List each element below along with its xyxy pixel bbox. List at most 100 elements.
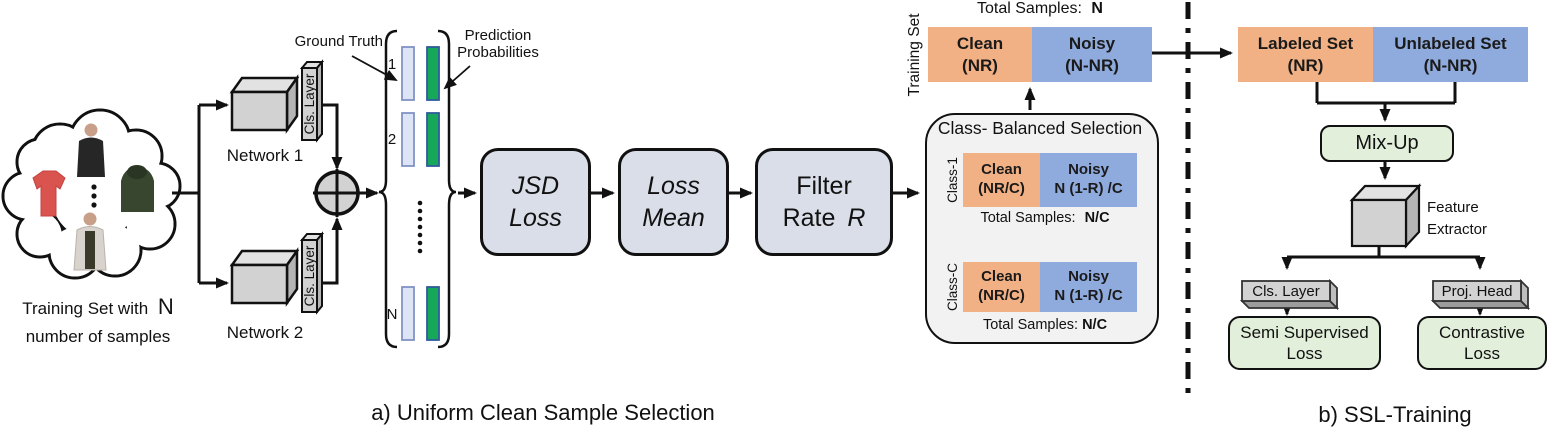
network2-label: Network 2: [226, 323, 304, 342]
jsd-line2: Loss: [509, 204, 562, 232]
filter-line1: Filter: [796, 172, 852, 200]
loss-mean-line1: Loss: [647, 172, 700, 200]
prediction-label-line2: Probabilities: [457, 44, 539, 62]
loss-mean-line2: Mean: [642, 204, 705, 232]
feature-extractor-line2: Extractor: [1427, 220, 1488, 238]
sample-index-1: 1: [387, 56, 397, 73]
unlabeled-set-line1: Unlabeled Set: [1394, 34, 1507, 54]
sample-ellipsis-dots: [417, 200, 423, 254]
cloud-ellipsis-dots: [91, 184, 97, 208]
classc-total-value: N/C: [1082, 317, 1108, 333]
classc-noisy-line1: Noisy: [1068, 268, 1109, 286]
ssl-connectors: [1281, 82, 1486, 316]
classc-clean-line1: Clean: [981, 268, 1022, 286]
jsd-line1: JSD: [511, 172, 560, 200]
labeled-set-line2: (NR): [1287, 55, 1324, 75]
cls-layer2-slab: [299, 231, 325, 315]
classc-noisy-bar: Noisy N (1-R) /C: [1040, 262, 1137, 312]
cls-layer1-slab: [299, 59, 325, 143]
semi-loss-line2: Loss: [1286, 344, 1323, 363]
clean-set-bar: Clean (NR): [928, 27, 1032, 82]
jsd-loss-box: JSD Loss: [480, 148, 591, 256]
class1-noisy-line1: Noisy: [1068, 161, 1109, 179]
class1-total-value: N/C: [1084, 210, 1110, 226]
semi-loss-line1: Semi Supervised: [1240, 322, 1369, 342]
total-samples-text: Total Samples:: [977, 0, 1082, 17]
classc-total-label: Total Samples: N/C: [945, 317, 1145, 334]
feature-extractor-line1: Feature: [1427, 199, 1479, 216]
sum-node: [313, 169, 361, 217]
filter-line2-text: Rate: [782, 204, 836, 232]
network1-label: Network 1: [226, 146, 304, 165]
proj-head-label: Proj. Head: [1441, 282, 1513, 300]
contrastive-loss-line2: Loss: [1464, 344, 1500, 363]
cls-layer1-label: Cls. Layer: [302, 73, 317, 135]
input-split-connector: [172, 99, 229, 289]
class1-clean-bar: Clean (NR/C): [963, 153, 1040, 207]
labeled-set-bar: Labeled Set (NR): [1238, 27, 1373, 82]
classc-clean-bar: Clean (NR/C): [963, 262, 1040, 312]
class1-total-text: Total Samples:: [980, 210, 1076, 226]
classc-clean-line2: (NR/C): [978, 287, 1025, 304]
class1-clean-line2: (NR/C): [978, 180, 1025, 197]
classc-noisy-line2: N (1-R) /C: [1054, 287, 1123, 304]
mixup-box: Mix-Up: [1320, 125, 1454, 162]
unlabeled-set-bar: Unlabeled Set (N-NR): [1373, 27, 1528, 82]
noisy-bar-line1: Noisy: [1068, 34, 1116, 54]
network2-cube: [229, 247, 300, 307]
caption-section-b: b) SSL-Training: [1318, 402, 1472, 427]
filter-line2: Rate R: [783, 202, 866, 234]
sample-index-n: N: [386, 306, 398, 323]
clean-bar-line2: (NR): [962, 55, 998, 75]
prediction-arrow: [443, 65, 471, 90]
training-set-side-label: Training Set: [906, 13, 923, 97]
feature-extractor-label: Feature Extractor: [1427, 197, 1517, 241]
filter-rate-variable: R: [847, 204, 866, 232]
cls-layer-b-slab: [1239, 278, 1340, 311]
class-balanced-title: Class- Balanced Selection: [937, 118, 1143, 138]
class1-total-label: Total Samples: N/C: [945, 210, 1145, 227]
feature-extractor-cube: [1349, 183, 1422, 249]
cloud-label-var: N: [157, 294, 174, 319]
class1-clean-line1: Clean: [981, 161, 1022, 179]
contrastive-loss-line1: Contrastive: [1439, 322, 1525, 342]
cloud-label-text: Training Set with: [22, 299, 149, 318]
clean-bar-line1: Clean: [956, 34, 1004, 54]
proj-head-slab: [1430, 278, 1531, 311]
sample-braces: [378, 29, 457, 349]
tshirt-image: [32, 170, 66, 217]
class1-noisy-line2: N (1-R) /C: [1054, 180, 1123, 197]
filter-rate-box: Filter Rate R: [755, 148, 893, 256]
noisy-bar-line2: (N-NR): [1065, 55, 1119, 75]
semi-supervised-loss-box: Semi Supervised Loss: [1228, 316, 1381, 370]
loss-mean-box: Loss Mean: [618, 148, 729, 256]
ground-truth-arrow: [351, 55, 398, 81]
person-image-2: [73, 212, 107, 271]
contrastive-loss-box: Contrastive Loss: [1417, 316, 1547, 370]
ground-truth-label: Ground Truth: [294, 33, 383, 50]
class-1-side-label: Class-1: [945, 157, 960, 203]
mixup-label: Mix-Up: [1355, 132, 1419, 154]
network-output-connectors: [322, 103, 343, 285]
cls-layer2-label: Cls. Layer: [302, 245, 317, 307]
cloud-label-line2: number of samples: [25, 327, 171, 347]
gt-pred-bars: [401, 46, 440, 341]
prediction-probabilities-label: Prediction Probabilities: [448, 27, 548, 62]
unlabeled-set-line2: (N-NR): [1423, 55, 1478, 75]
prediction-label-line1: Prediction: [464, 27, 532, 44]
classc-total-text: Total Samples:: [982, 317, 1079, 333]
training-cloud-label: Training Set with N number of samples: [12, 290, 184, 350]
network1-cube: [229, 74, 300, 134]
class-c-side-label: Class-C: [945, 263, 960, 312]
labeled-set-line1: Labeled Set: [1257, 34, 1354, 54]
total-samples-value: N: [1091, 0, 1103, 17]
person-image-1: [77, 123, 105, 177]
total-samples-label: Total Samples: N: [940, 0, 1140, 18]
sample-index-2: 2: [387, 131, 397, 148]
caption-section-a: a) Uniform Clean Sample Selection: [371, 400, 715, 425]
class1-noisy-bar: Noisy N (1-R) /C: [1040, 153, 1137, 207]
noisy-set-bar: Noisy (N-NR): [1032, 27, 1152, 82]
cls-layer-b-label: Cls. Layer: [1252, 282, 1320, 300]
